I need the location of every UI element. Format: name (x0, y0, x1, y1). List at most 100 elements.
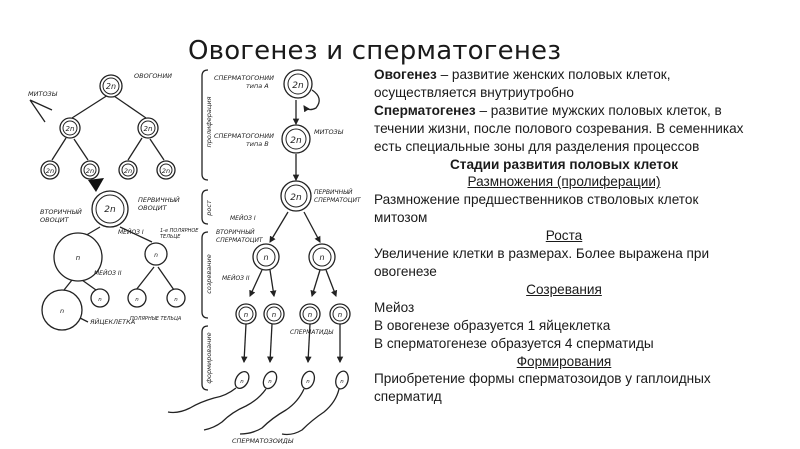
oogonium-bottom-1: 2n (40, 160, 60, 180)
svg-text:2n: 2n (144, 125, 153, 133)
oogonium-bottom-4: 2n (156, 160, 176, 180)
egg-label: ЯЙЦЕКЛЕТКА (89, 317, 135, 326)
svg-text:n: n (340, 379, 344, 385)
polar-body-3: n (166, 288, 186, 308)
oogonium-bottom-3: 2n (118, 160, 138, 180)
ovogenesis-definition: Овогенез – развитие женских половых клет… (374, 66, 754, 102)
svg-text:n: n (263, 253, 268, 262)
stage-growth-title: Роста (545, 228, 583, 244)
zone-proliferation: пролиферация (205, 96, 213, 147)
spermatogenesis-text: – развитие мужских половых клеток, в теч… (374, 102, 744, 154)
svg-text:n: n (240, 379, 244, 385)
first-polar-body-label: 1-е ПОЛЯРНОЕ ТЕЛЬЦЕ (160, 228, 200, 240)
spermatogonia-a-label: СПЕРМАТОГОНИИ типа А (214, 74, 276, 90)
secondary-spermatocyte-1: n (252, 243, 280, 271)
spermatozoon-2: n (203, 370, 278, 431)
polar-bodies-label: ПОЛЯРНЫЕ ТЕЛЬЦА (130, 316, 182, 322)
spermatozoon-3: n (239, 370, 316, 435)
svg-text:n: n (308, 311, 312, 319)
svg-text:n: n (76, 254, 80, 262)
secondary-spermatocyte-label: ВТОРИЧНЫЙ СПЕРМАТОЦИТ (216, 229, 264, 244)
svg-text:n: n (272, 311, 276, 319)
spermatogonia-b-label: СПЕРМАТОГОНИИ типа В (214, 132, 276, 148)
primary-spermatocyte-label: ПЕРВИЧНЫЙ СПЕРМАТОЦИТ (314, 189, 362, 204)
primary-oocyte: 2n (91, 190, 129, 228)
text-panel: Овогенез – развитие женских половых клет… (374, 66, 754, 406)
svg-text:2n: 2n (290, 136, 302, 146)
spermatogenesis-scheme: 2n 2n 2n n n n n n (167, 69, 362, 445)
svg-text:2n: 2n (162, 167, 170, 175)
polar-body-2: n (127, 288, 147, 308)
oogonium-mid-right: 2n (137, 117, 159, 139)
sperm-meiosis-2-label: МЕЙОЗ II (222, 275, 250, 282)
spermatozoa-label: СПЕРМАТОЗОИДЫ (232, 437, 294, 445)
secondary-spermatocyte-2: n (308, 243, 336, 271)
svg-text:2n: 2n (66, 125, 75, 133)
spermatozoon-1: n (167, 370, 250, 414)
svg-text:n: n (338, 311, 342, 319)
secondary-oocyte-label: ВТОРИЧНЫЙ ОВОЦИТ (40, 207, 84, 224)
oogonium-mid-left: 2n (59, 117, 81, 139)
ovogenesis-scheme: 2n 2n 2n 2n 2n 2n 2n 2n (28, 72, 200, 331)
spermatogonium-b: 2n (281, 124, 311, 154)
spermatogenesis-definition: Сперматогенез – развитие мужских половых… (374, 102, 754, 156)
oogonium-top: 2n (99, 74, 123, 98)
zone-maturation: созревание (205, 254, 213, 293)
svg-text:2n: 2n (86, 167, 94, 175)
svg-text:2n: 2n (46, 167, 54, 175)
svg-text:n: n (135, 297, 139, 303)
svg-text:2n: 2n (124, 167, 132, 175)
svg-text:n: n (154, 252, 158, 259)
spermatogenesis-term: Сперматогенез (374, 102, 476, 118)
svg-text:2n: 2n (104, 205, 116, 215)
stage-proliferation-title: Размножения (пролиферации) (467, 174, 661, 190)
sperm-meiosis-1-label: МЕЙОЗ I (230, 215, 256, 222)
zone-growth: рост (205, 200, 213, 217)
arrow-icon (88, 178, 104, 192)
oogonia-label: ОВОГОНИИ (134, 72, 172, 80)
polar-body-1: n (90, 288, 110, 308)
spermatid-2: n (263, 303, 285, 325)
meiosis-2-label: МЕЙОЗ II (94, 270, 122, 277)
spermatid-4: n (329, 303, 351, 325)
spermatids-label: СПЕРМАТИДЫ (290, 329, 334, 336)
ovogenesis-term: Овогенез (374, 67, 437, 82)
egg-cell: n (41, 289, 83, 331)
stage-formation-title: Формирования (516, 353, 612, 369)
primary-oocyte-label: ПЕРВИЧНЫЙ ОВОЦИТ (138, 195, 182, 212)
zone-brackets: пролиферация рост созревание формировани… (201, 69, 213, 391)
stage-maturation-line-1: Мейоз (374, 299, 415, 315)
svg-text:n: n (98, 297, 102, 303)
svg-text:2n: 2n (292, 81, 304, 91)
meiosis-1-label: МЕЙОЗ I (118, 229, 144, 236)
svg-text:n: n (60, 307, 64, 315)
ovogenesis-text: – развитие женских половых клеток, осуще… (374, 67, 671, 100)
svg-text:2n: 2n (106, 82, 116, 91)
stage-formation-text: Приобретение формы сперматозоидов у гапл… (374, 371, 711, 405)
stage-maturation-line-2: В овогенезе образуется 1 яйцеклетка (374, 317, 611, 333)
gametogenesis-diagram: 2n 2n 2n 2n 2n 2n 2n 2n (28, 69, 362, 445)
oogonium-bottom-2: 2n (80, 160, 100, 180)
stage-proliferation-text: Размножение предшественников стволовых к… (374, 192, 699, 226)
svg-text:n: n (174, 297, 178, 303)
svg-text:n: n (244, 311, 248, 319)
secondary-oocyte: n (53, 232, 103, 282)
spermatid-1: n (235, 303, 257, 325)
spermatogonium-a: 2n (283, 69, 313, 99)
svg-text:2n: 2n (290, 193, 302, 203)
slide-title: Овогенез и сперматогенез (188, 36, 562, 66)
sperm-mitoses-label: МИТОЗЫ (314, 128, 344, 136)
svg-text:n: n (268, 379, 272, 385)
stage-maturation-line-3: В сперматогенезе образуется 4 сперматиды (374, 335, 654, 351)
spermatozoon-4: n (281, 370, 349, 436)
stage-growth-text: Увеличение клетки в размерах. Более выра… (374, 246, 710, 279)
zone-formation: формирование (205, 332, 213, 383)
first-polar-body: n (144, 242, 168, 266)
svg-text:n: n (319, 253, 324, 262)
svg-text:n: n (306, 379, 310, 385)
stage-maturation-title: Созревания (526, 281, 602, 297)
spermatid-3: n (299, 303, 321, 325)
stages-heading: Стадии развития половых клеток (449, 156, 678, 172)
primary-spermatocyte: 2n (280, 180, 312, 212)
mitoses-label: МИТОЗЫ (28, 90, 58, 98)
